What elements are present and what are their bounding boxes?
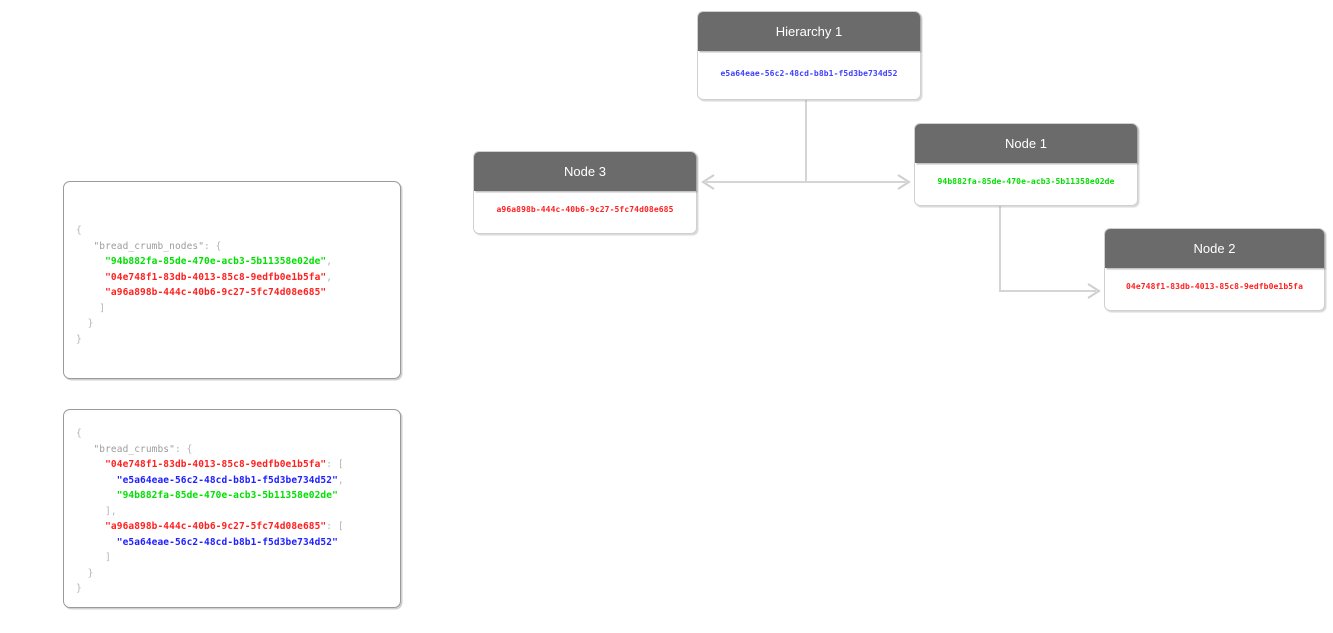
code-token [76,475,117,486]
node-2-uuid: 04e748f1-83db-4013-85c8-9edfb0e1b5fa [1126,282,1303,291]
code-token [76,537,117,548]
code-token: ], [76,505,117,517]
code-token: } [76,583,82,594]
node-2[interactable]: Node 2 04e748f1-83db-4013-85c8-9edfb0e1b… [1104,228,1325,311]
code-token: , [337,474,344,486]
node-hierarchy-1[interactable]: Hierarchy 1 e5a64eae-56c2-48cd-b8b1-f5d3… [697,11,921,100]
code-token: } [76,318,94,329]
code-token: } [76,567,94,579]
code-panel-bread-crumb-nodes: { "bread_crumb_nodes": { "94b882fa-85de-… [63,181,401,379]
code-token: : [ [326,521,344,532]
arrowhead-node2 [1087,283,1101,299]
code-token [76,490,117,501]
code-token: "04e748f1-83db-4013-85c8-9edfb0e1b5fa" [105,459,327,470]
code-token [76,459,105,470]
node-2-title: Node 2 [1105,229,1324,268]
code-token: "04e748f1-83db-4013-85c8-9edfb0e1b5fa" [105,271,327,283]
code-token: , [326,271,333,283]
node-3[interactable]: Node 3 a96a898b-444c-40b6-9c27-5fc74d08e… [473,151,697,234]
code-token [76,272,105,283]
code-token: "e5a64eae-56c2-48cd-b8b1-f5d3be734d52" [116,536,338,548]
code-token: "e5a64eae-56c2-48cd-b8b1-f5d3be734d52" [116,474,338,486]
node-3-title: Node 3 [474,152,696,191]
node-3-uuid: a96a898b-444c-40b6-9c27-5fc74d08e685 [496,205,674,214]
node-1[interactable]: Node 1 94b882fa-85de-470e-acb3-5b11358e0… [914,123,1138,206]
code-token: "a96a898b-444c-40b6-9c27-5fc74d08e685" [105,287,327,298]
node-1-title: Node 1 [915,124,1137,163]
edge-node1-to-node2 [999,206,1096,292]
code-token [76,521,105,532]
code-token: "bread_crumbs" [93,443,175,455]
node-1-uuid: 94b882fa-85de-470e-acb3-5b11358e02de [937,177,1115,186]
code-text-bread-crumbs: { "bread_crumbs": { "04e748f1-83db-4013-… [76,426,344,597]
code-token: "a96a898b-444c-40b6-9c27-5fc74d08e685" [105,521,327,532]
code-token: ] [76,552,111,563]
code-token [76,256,105,267]
code-token [76,287,105,298]
code-token: : [ [326,459,344,470]
code-text-bread-crumb-nodes: { "bread_crumb_nodes": { "94b882fa-85de-… [76,223,332,347]
code-token: , [326,256,333,267]
node-hierarchy-1-title: Hierarchy 1 [698,12,920,51]
code-token [76,241,93,252]
code-token [76,444,93,455]
arrowhead-node3 [701,174,715,190]
code-token: ] [76,302,106,314]
code-panel-bread-crumbs: { "bread_crumbs": { "04e748f1-83db-4013-… [63,409,401,608]
code-token: "94b882fa-85de-470e-acb3-5b11358e02de" [105,256,327,267]
node-hierarchy-1-uuid: e5a64eae-56c2-48cd-b8b1-f5d3be734d52 [720,69,898,78]
code-token: { [76,225,82,236]
code-token: "94b882fa-85de-470e-acb3-5b11358e02de" [116,490,338,501]
arrowhead-node1 [897,174,911,190]
code-token: { [76,428,82,439]
code-token: : { [204,240,222,252]
code-token: } [76,333,82,345]
code-token: : { [174,443,193,455]
code-token: "bread_crumb_nodes" [93,240,205,252]
